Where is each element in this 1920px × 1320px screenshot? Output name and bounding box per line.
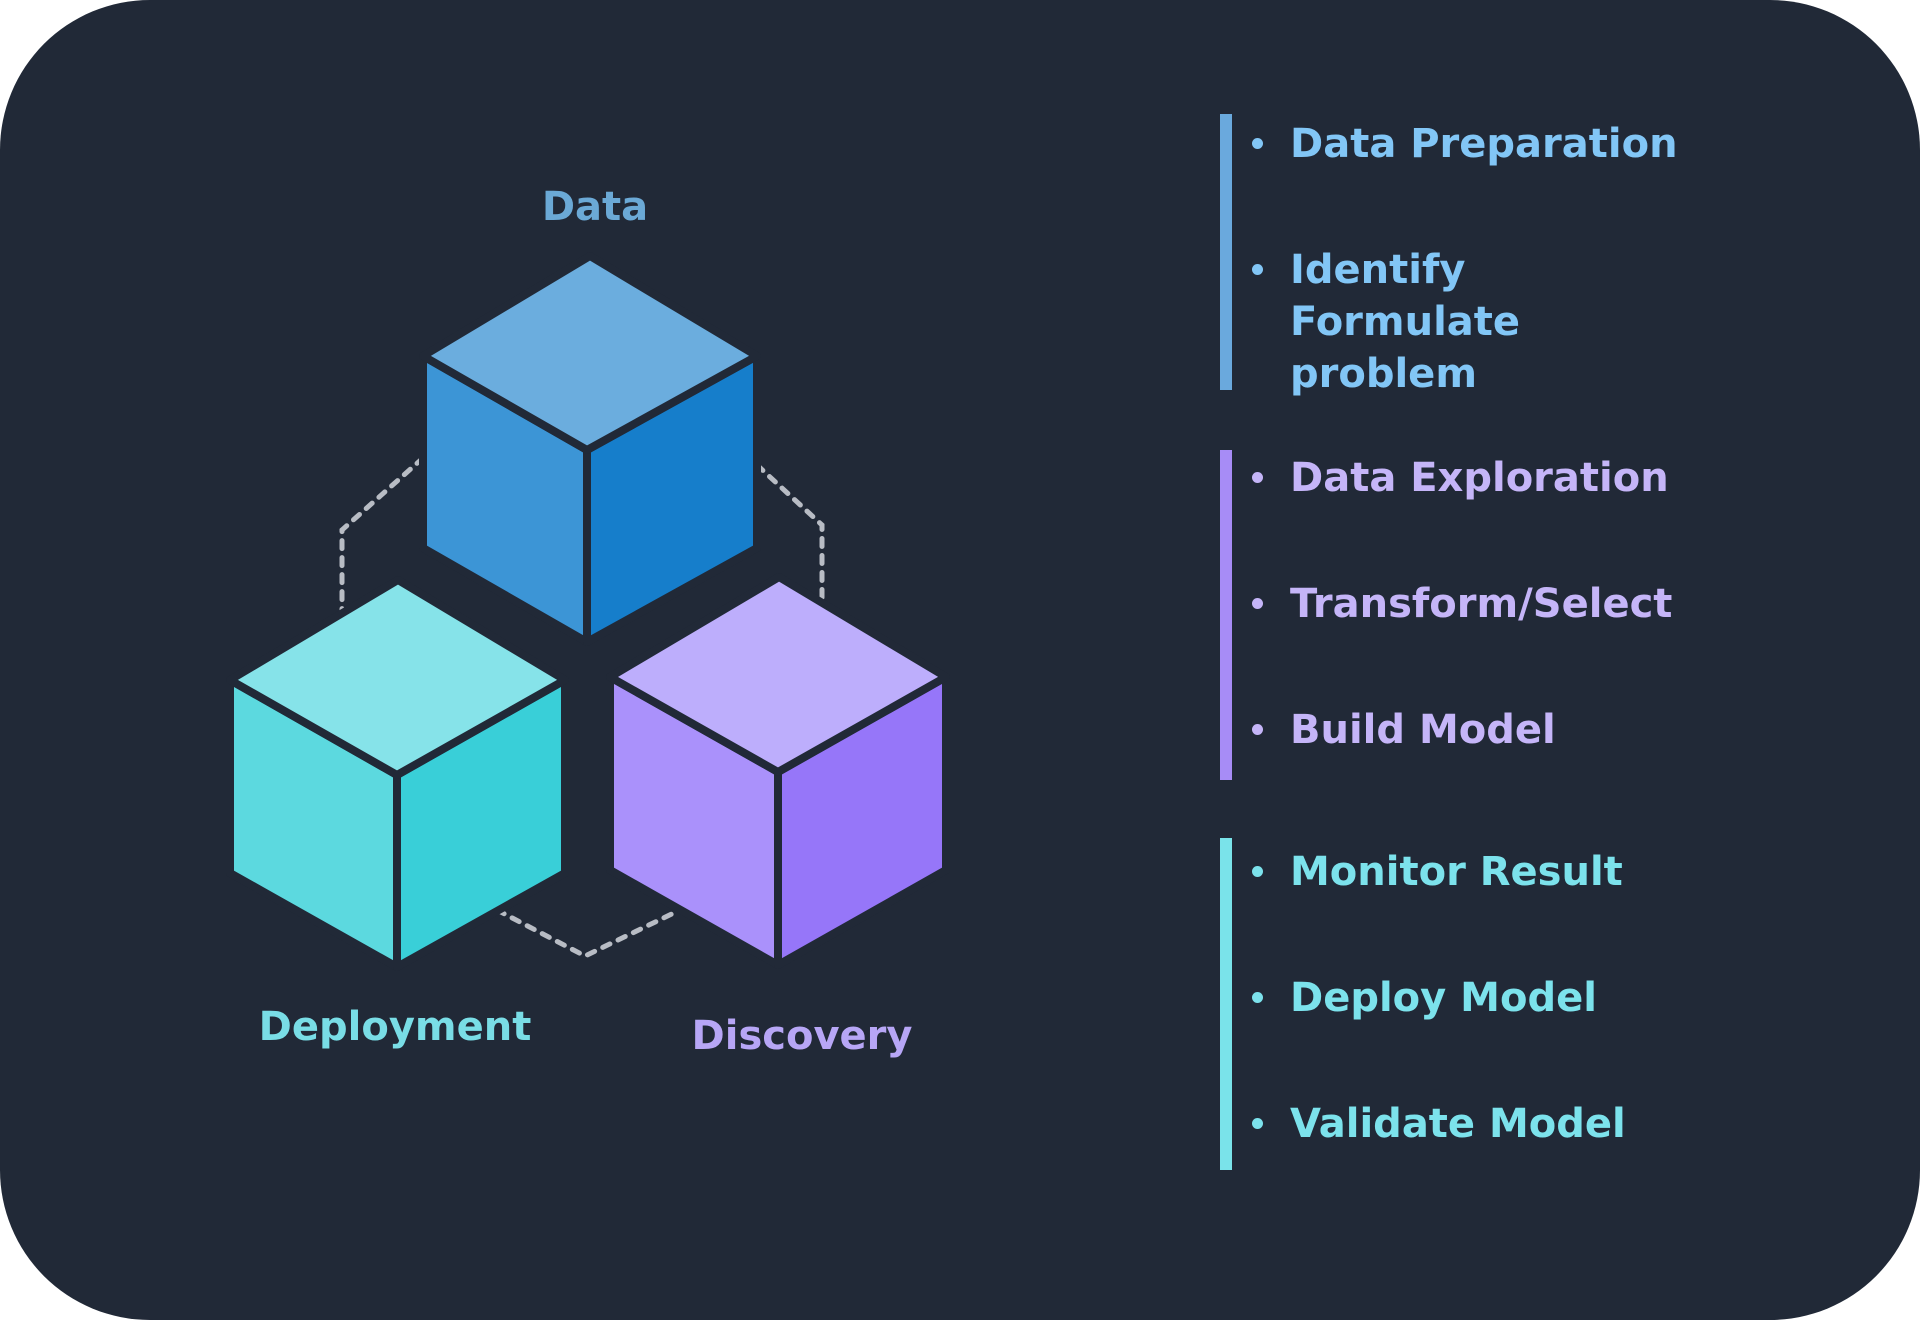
deployment-cube-label: Deployment [259,1004,532,1050]
list-item-label: Transform/Select [1290,581,1673,627]
data-cube-label: Data [542,184,648,230]
list-item-data-exploration: Data Exploration [1252,452,1669,504]
data-group-bar [1220,114,1232,390]
data-cube-top-face [419,252,761,454]
discovery-cube-label: Discovery [692,1013,913,1059]
list-item-label: Build Model [1290,707,1556,753]
list-item-data-preparation: Data Preparation [1252,118,1678,170]
list-item-deploy-model: Deploy Model [1252,972,1597,1024]
list-item-identify-formulate: Identify Formulate problem [1252,244,1520,400]
list-item-label: Deploy Model [1290,975,1597,1021]
data-cube [419,252,761,646]
discovery-cube [606,573,950,969]
list-item-label: Identify Formulate problem [1290,247,1521,397]
list-item-monitor-result: Monitor Result [1252,846,1623,898]
list-item-label: Data Preparation [1290,121,1678,167]
deployment-cube-top-face [226,576,569,779]
list-item-label: Validate Model [1290,1101,1626,1147]
deployment-cube [226,576,569,971]
bullet-icon [1252,866,1263,877]
bullet-icon [1252,598,1263,609]
list-item-label: Data Exploration [1290,455,1669,501]
bullet-icon [1252,1118,1263,1129]
deployment-group-bar [1220,838,1232,1170]
bullet-icon [1252,472,1263,483]
list-item-validate-model: Validate Model [1252,1098,1626,1150]
discovery-cube-top-face [606,573,950,776]
dotted-connector-left [339,455,426,613]
dotted-connector-bottom [494,907,683,959]
bullet-icon [1252,264,1263,275]
bullet-icon [1252,138,1263,149]
discovery-group-bar [1220,450,1232,780]
bullet-icon [1252,724,1263,735]
list-item-transform-select: Transform/Select [1252,578,1672,630]
list-item-build-model: Build Model [1252,704,1556,756]
bullet-icon [1252,992,1263,1003]
list-item-label: Monitor Result [1290,849,1623,895]
dotted-connector-right [754,462,825,603]
